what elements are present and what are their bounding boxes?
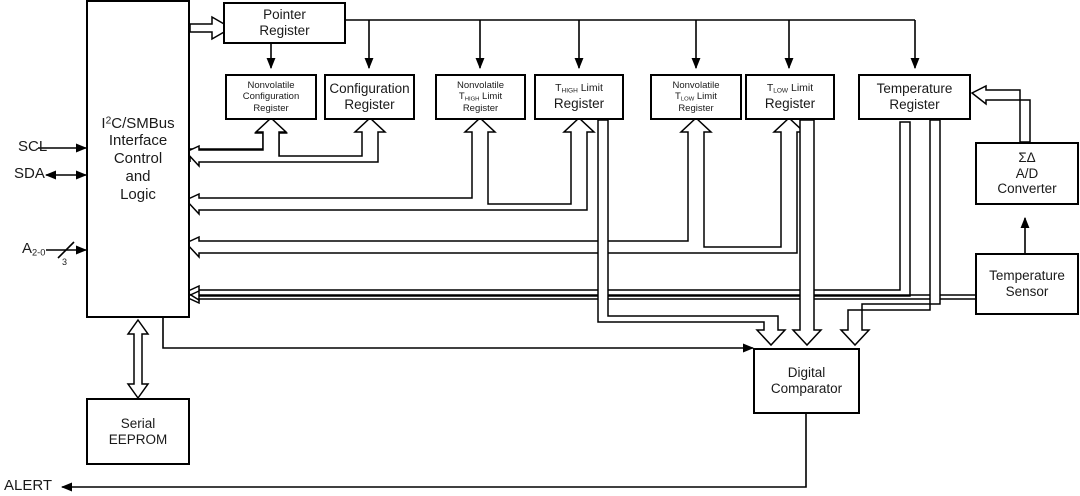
- block-digital-comparator-label: Digital Comparator: [770, 365, 843, 396]
- block-nonvolatile-thigh-limit-register-label: Nonvolatile THIGH Limit Register: [457, 79, 504, 115]
- pin-label-a2-0: A2-0: [22, 240, 46, 258]
- block-i2c-smbus-interface-label: I2C/SMBus Interface Control and Logic: [101, 114, 175, 203]
- block-configuration-register[interactable]: Configuration Register: [324, 74, 415, 120]
- block-nonvolatile-configuration-register-label: Nonvolatile Configuration Register: [242, 80, 300, 114]
- block-pointer-register[interactable]: Pointer Register: [223, 2, 346, 44]
- block-sigma-delta-ad-converter-label: ΣΔ A/D Converter: [997, 149, 1057, 197]
- block-temperature-register[interactable]: Temperature Register: [858, 74, 971, 120]
- block-temperature-register-label: Temperature Register: [876, 81, 953, 112]
- block-serial-eeprom-label: Serial EEPROM: [108, 415, 168, 447]
- block-pointer-register-label: Pointer Register: [259, 7, 310, 38]
- pin-label-a2-0-subscript: 2-0: [32, 247, 46, 258]
- block-nonvolatile-tlow-limit-register[interactable]: Nonvolatile TLOW Limit Register: [650, 74, 742, 120]
- block-thigh-limit-register-label: THIGH Limit Register: [553, 82, 605, 111]
- block-thigh-limit-register[interactable]: THIGH Limit Register: [534, 74, 624, 120]
- block-digital-comparator[interactable]: Digital Comparator: [753, 348, 860, 414]
- bus-width-label-3: 3: [62, 257, 68, 267]
- block-i2c-smbus-interface[interactable]: I2C/SMBus Interface Control and Logic: [86, 0, 190, 318]
- block-sigma-delta-ad-converter[interactable]: ΣΔ A/D Converter: [975, 142, 1079, 205]
- block-serial-eeprom[interactable]: Serial EEPROM: [86, 398, 190, 465]
- block-tlow-limit-register-label: TLOW Limit Register: [764, 82, 816, 111]
- block-configuration-register-label: Configuration Register: [329, 81, 410, 112]
- block-temperature-sensor[interactable]: Temperature Sensor: [975, 253, 1079, 315]
- block-nonvolatile-configuration-register[interactable]: Nonvolatile Configuration Register: [225, 74, 317, 120]
- block-nonvolatile-thigh-limit-register[interactable]: Nonvolatile THIGH Limit Register: [435, 74, 526, 120]
- pin-label-alert: ALERT: [4, 477, 53, 494]
- block-tlow-limit-register[interactable]: TLOW Limit Register: [745, 74, 835, 120]
- block-temperature-sensor-label: Temperature Sensor: [989, 268, 1065, 299]
- pin-label-sda: SDA: [14, 165, 45, 182]
- pin-label-scl: SCL: [18, 138, 48, 155]
- block-nonvolatile-tlow-limit-register-label: Nonvolatile TLOW Limit Register: [672, 79, 720, 115]
